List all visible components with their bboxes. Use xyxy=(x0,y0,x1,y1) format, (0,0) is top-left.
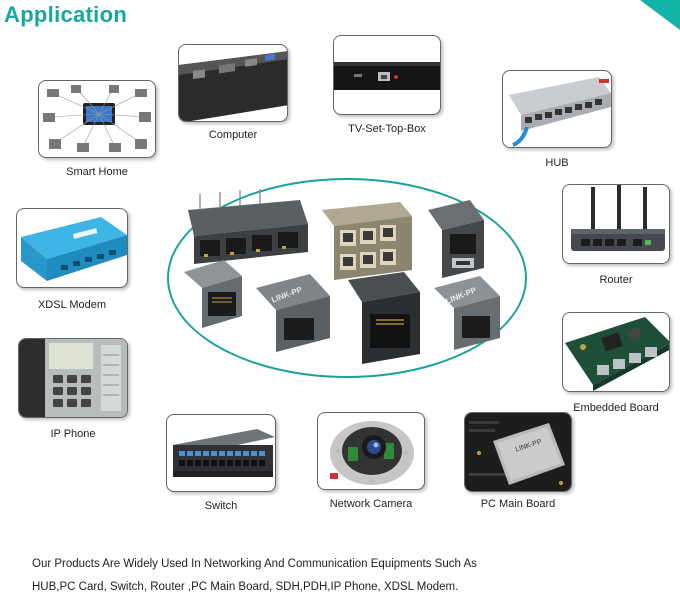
connector-magjack-2: LINK-PP xyxy=(434,276,500,350)
connector-magjack-1: LINK-PP xyxy=(256,274,330,352)
page-title: Application xyxy=(4,2,128,27)
connector-2x4 xyxy=(322,202,412,280)
connectors-illustration: LINK-PP LINK-PP xyxy=(184,189,500,364)
tv-set-top-box-label: TV-Set-Top-Box xyxy=(348,123,426,135)
pc-main-board-label: PC Main Board xyxy=(480,498,556,510)
embedded-board-label: Embedded Board xyxy=(573,402,659,414)
hub-label: HUB xyxy=(545,157,569,169)
products-ellipse xyxy=(167,178,527,378)
network-camera-image xyxy=(317,412,425,490)
computer-image xyxy=(178,44,288,122)
switch-label: Switch xyxy=(204,500,238,512)
network-camera-label: Network Camera xyxy=(329,498,413,510)
pc-main-board-image: LINK-PP xyxy=(464,412,572,492)
ip-phone-label: IP Phone xyxy=(50,428,96,440)
ip-phone-image xyxy=(18,338,128,418)
smart-home-image xyxy=(38,80,156,158)
smart-home-label: Smart Home xyxy=(66,166,128,178)
xdsl-modem-label: XDSL Modem xyxy=(37,299,107,311)
router-label: Router xyxy=(599,274,633,286)
switch-image xyxy=(166,414,276,492)
computer-label: Computer xyxy=(208,129,258,141)
embedded-board-image xyxy=(562,312,670,392)
connector-1x4 xyxy=(188,189,308,264)
connector-large-dark xyxy=(348,272,420,364)
corner-decoration xyxy=(640,0,680,30)
footer-line-1: Our Products Are Widely Used In Networki… xyxy=(32,558,477,570)
router-image xyxy=(562,184,670,264)
hub-image xyxy=(502,70,612,148)
xdsl-modem-image xyxy=(16,208,128,288)
connector-rj45-usb xyxy=(428,200,484,278)
tv-set-top-box-image xyxy=(333,35,441,115)
footer-line-2: HUB,PC Card, Switch, Router ,PC Main Boa… xyxy=(32,581,459,593)
connector-single-rj45 xyxy=(184,260,242,328)
